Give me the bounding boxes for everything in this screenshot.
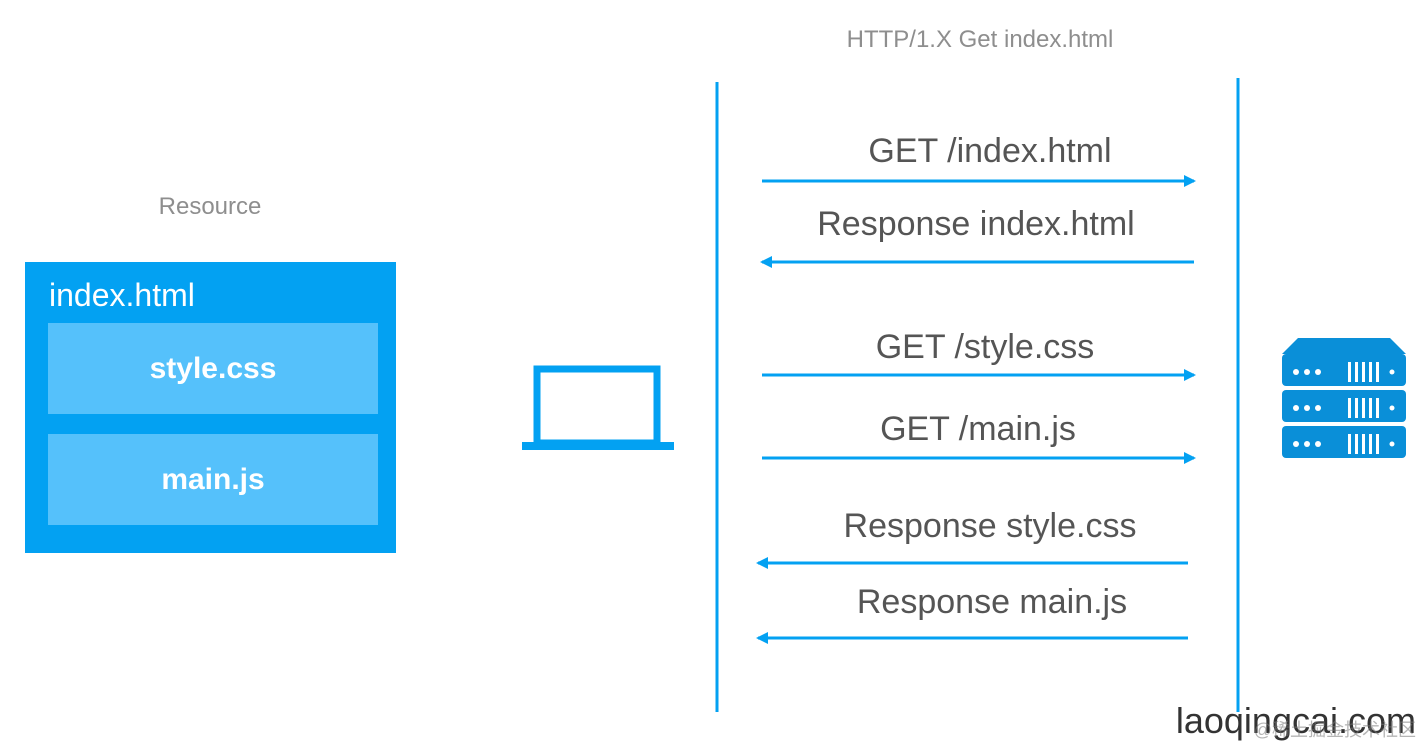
protocol-title: HTTP/1.X Get index.html [846,26,1114,53]
resource-main-file: index.html [49,277,195,313]
resource-sub-file-style: style.css [48,323,378,414]
server-rack-icon [1282,338,1406,458]
resource-sub-file-main: main.js [48,434,378,525]
laptop-icon [522,365,674,450]
message-label-4: GET /main.js [880,410,1076,448]
message-label-2: Response index.html [817,205,1135,243]
message-label-3: GET /style.css [875,328,1095,366]
watermark: laoqingcai.com [1175,700,1416,741]
resource-title: Resource [158,193,262,220]
resource-box: index.html style.css main.js [25,262,396,553]
message-label-5: Response style.css [843,507,1137,545]
watermark-overlay: @稀土掘金技术社区 [1253,720,1416,740]
message-label-6: Response main.js [856,583,1128,621]
message-label-1: GET /index.html [868,132,1112,170]
